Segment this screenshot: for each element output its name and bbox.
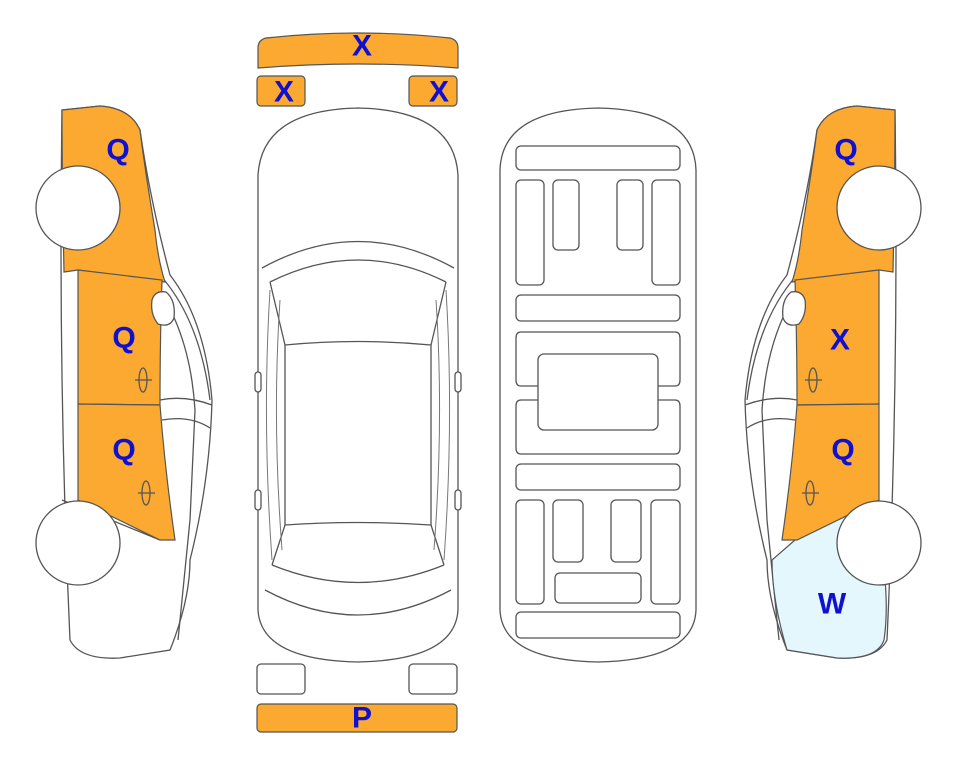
right-rear-wheel [836, 500, 922, 586]
left-rear-door[interactable] [77, 403, 176, 541]
right-front-door-code: X [830, 324, 850, 357]
left-front-wheel [35, 165, 121, 251]
left-side-view: Q Q Q [35, 105, 213, 659]
top-mirror-left [254, 371, 262, 393]
taillamp-left [256, 663, 306, 695]
a-pillar-right [430, 281, 447, 346]
right-rear-door-handle [802, 480, 819, 506]
top-handle-right [454, 489, 462, 511]
left-front-door-handle [135, 367, 152, 393]
headlamp-left-code: X [274, 76, 294, 109]
underbody-panel [552, 499, 584, 563]
left-mirror [150, 291, 175, 326]
rear-bumper[interactable] [256, 703, 458, 733]
right-side-view: Q X Q W [744, 105, 922, 659]
underbody-panel [515, 463, 681, 491]
underbody-view [499, 107, 697, 663]
underbody-panel [552, 179, 580, 251]
underbody-panel [650, 499, 681, 605]
right-side-pillar [744, 397, 798, 406]
underbody-center-panel [537, 353, 659, 431]
left-side-pillar [161, 417, 211, 429]
side-glass-right-inner [433, 299, 441, 551]
rear-bumper-code: P [352, 702, 372, 735]
underbody-panel [515, 611, 681, 639]
top-mirror-right [454, 371, 462, 393]
side-glass-right [443, 289, 451, 561]
trunk-line [264, 589, 452, 616]
top-view-body-outline [257, 107, 459, 663]
left-rear-door-handle [138, 480, 155, 506]
windshield [261, 240, 455, 269]
left-side-window-line [159, 274, 211, 401]
windshield-inner [269, 259, 447, 283]
right-side-window-line [746, 274, 798, 401]
headlamp-left[interactable] [256, 75, 306, 107]
c-pillar-left [271, 524, 286, 566]
headlamp-right[interactable] [408, 75, 458, 107]
underbody-panel [616, 179, 644, 251]
right-front-door-handle [805, 367, 822, 393]
right-rear-door[interactable] [781, 403, 880, 541]
side-glass-left [265, 289, 273, 561]
underbody-panel [610, 499, 642, 563]
a-pillar-left [269, 281, 286, 346]
right-rear-quarter-code: W [818, 588, 847, 621]
right-mirror [782, 291, 807, 326]
underbody-panel [651, 179, 681, 286]
left-rear-door-code: Q [112, 434, 135, 467]
left-front-fender-code: Q [106, 134, 129, 167]
underbody-center-frame [515, 331, 681, 387]
underbody-panel [515, 499, 545, 605]
underbody-panel [515, 179, 545, 286]
front-bumper-code: X [352, 30, 372, 63]
front-bumper[interactable] [257, 32, 459, 69]
side-glass-left-inner [275, 299, 283, 551]
left-front-door-code: Q [112, 322, 135, 355]
underbody-panel [515, 145, 681, 171]
taillamp-right [408, 663, 458, 695]
headlamp-right-code: X [429, 76, 449, 109]
top-handle-left [254, 489, 262, 511]
underbody-panel [554, 572, 642, 604]
c-pillar-right [430, 524, 445, 566]
underbody-center-frame [515, 399, 681, 455]
right-front-fender-code: Q [834, 134, 857, 167]
left-side-pillar [159, 397, 213, 406]
underbody-panel [515, 294, 681, 322]
top-view: X X X P [254, 30, 462, 735]
right-side-pillar [746, 417, 796, 429]
right-front-wheel [836, 165, 922, 251]
rear-window [271, 564, 445, 584]
left-rear-wheel [35, 500, 121, 586]
right-rear-door-code: Q [831, 434, 854, 467]
